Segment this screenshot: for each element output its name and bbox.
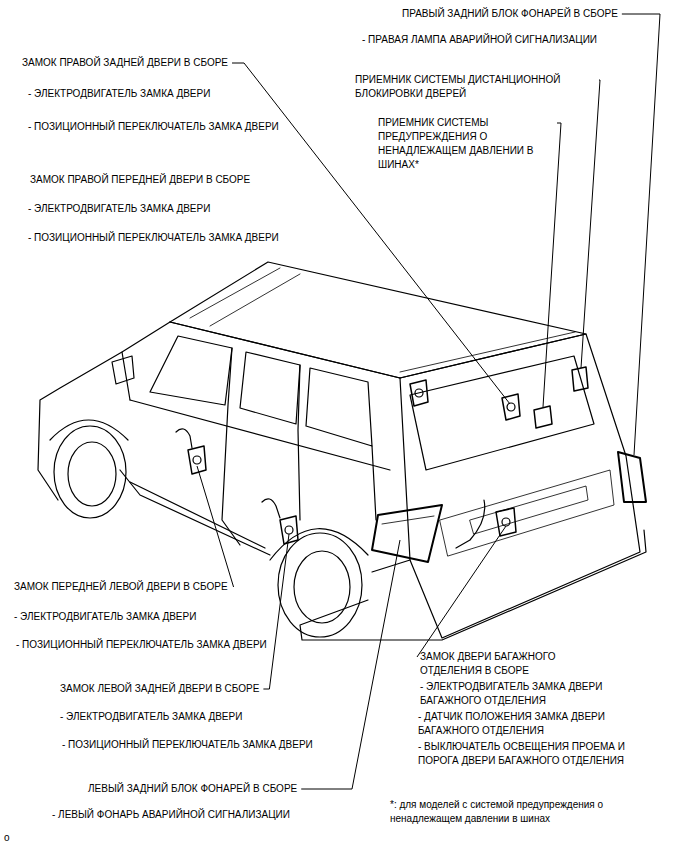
part-label: - ВЫКЛЮЧАТЕЛЬ ОСВЕЩЕНИЯ ПРОЕМА И ПОРОГА …	[418, 740, 663, 768]
part-label: ЗАМОК ПРАВОЙ ЗАДНЕЙ ДВЕРИ В СБОРЕ	[22, 56, 228, 70]
leader-line	[197, 466, 234, 587]
leader-line	[417, 526, 506, 657]
part-label: - ПОЗИЦИОННЫЙ ПЕРЕКЛЮЧАТЕЛЬ ЗАМКА ДВЕРИ	[62, 738, 313, 752]
part-label: - ЭЛЕКТРОДВИГАТЕЛЬ ЗАМКА ДВЕРИ	[28, 202, 210, 216]
part-label: - ПОЗИЦИОННЫЙ ПЕРЕКЛЮЧАТЕЛЬ ЗАМКА ДВЕРИ	[16, 638, 267, 652]
part-label: ПРАВЫЙ ЗАДНИЙ БЛОК ФОНАРЕЙ В СБОРЕ	[402, 7, 618, 21]
part-label: ЗАМОК ДВЕРИ БАГАЖНОГО ОТДЕЛЕНИЯ В СБОРЕ	[420, 650, 580, 678]
leader-line	[543, 123, 561, 407]
part-label: - ЛЕВЫЙ ФОНАРЬ АВАРИЙНОЙ СИГНАЛИЗАЦИИ	[52, 808, 290, 822]
footnote: *: для моделей с системой предупреждения…	[390, 798, 630, 826]
part-label: - ЭЛЕКТРОДВИГАТЕЛЬ ЗАМКА ДВЕРИ БАГАЖНОГО…	[420, 680, 642, 708]
part-label: ЗАМОК ПРАВОЙ ПЕРЕДНЕЙ ДВЕРИ В СБОРЕ	[30, 173, 250, 187]
part-label: - ЭЛЕКТРОДВИГАТЕЛЬ ЗАМКА ДВЕРИ	[60, 710, 242, 724]
part-label: - ЭЛЕКТРОДВИГАТЕЛЬ ЗАМКА ДВЕРИ	[14, 610, 196, 624]
leader-line	[263, 534, 289, 689]
part-label: - ЭЛЕКТРОДВИГАТЕЛЬ ЗАМКА ДВЕРИ	[28, 87, 210, 101]
part-label: - ПОЗИЦИОННЫЙ ПЕРЕКЛЮЧАТЕЛЬ ЗАМКА ДВЕРИ	[28, 120, 279, 134]
leader-line	[622, 14, 660, 455]
part-label: - ДАТЧИК ПОЛОЖЕНИЯ ЗАМКА ДВЕРИ БАГАЖНОГО…	[418, 710, 640, 738]
part-label: ЛЕВЫЙ ЗАДНИЙ БЛОК ФОНАРЕЙ В СБОРЕ	[88, 782, 297, 796]
leader-line	[301, 540, 400, 789]
part-label: - ПОЗИЦИОННЫЙ ПЕРЕКЛЮЧАТЕЛЬ ЗАМКА ДВЕРИ	[28, 231, 279, 245]
part-label: ЗАМОК ЛЕВОЙ ЗАДНЕЙ ДВЕРИ В СБОРЕ	[60, 682, 259, 696]
part-label: - ПРАВАЯ ЛАМПА АВАРИЙНОЙ СИГНАЛИЗАЦИИ	[362, 33, 597, 47]
leader-line	[581, 80, 600, 368]
part-label: ПРИЕМНИК СИСТЕМЫ ПРЕДУПРЕЖДЕНИЯ О НЕНАДЛ…	[378, 116, 553, 172]
corner-mark: o	[4, 831, 10, 845]
part-label: ПРИЕМНИК СИСТЕМЫ ДИСТАНЦИОННОЙ БЛОКИРОВК…	[355, 73, 595, 101]
part-label: ЗАМОК ПЕРЕДНЕЙ ЛЕВОЙ ДВЕРИ В СБОРЕ	[14, 580, 228, 594]
